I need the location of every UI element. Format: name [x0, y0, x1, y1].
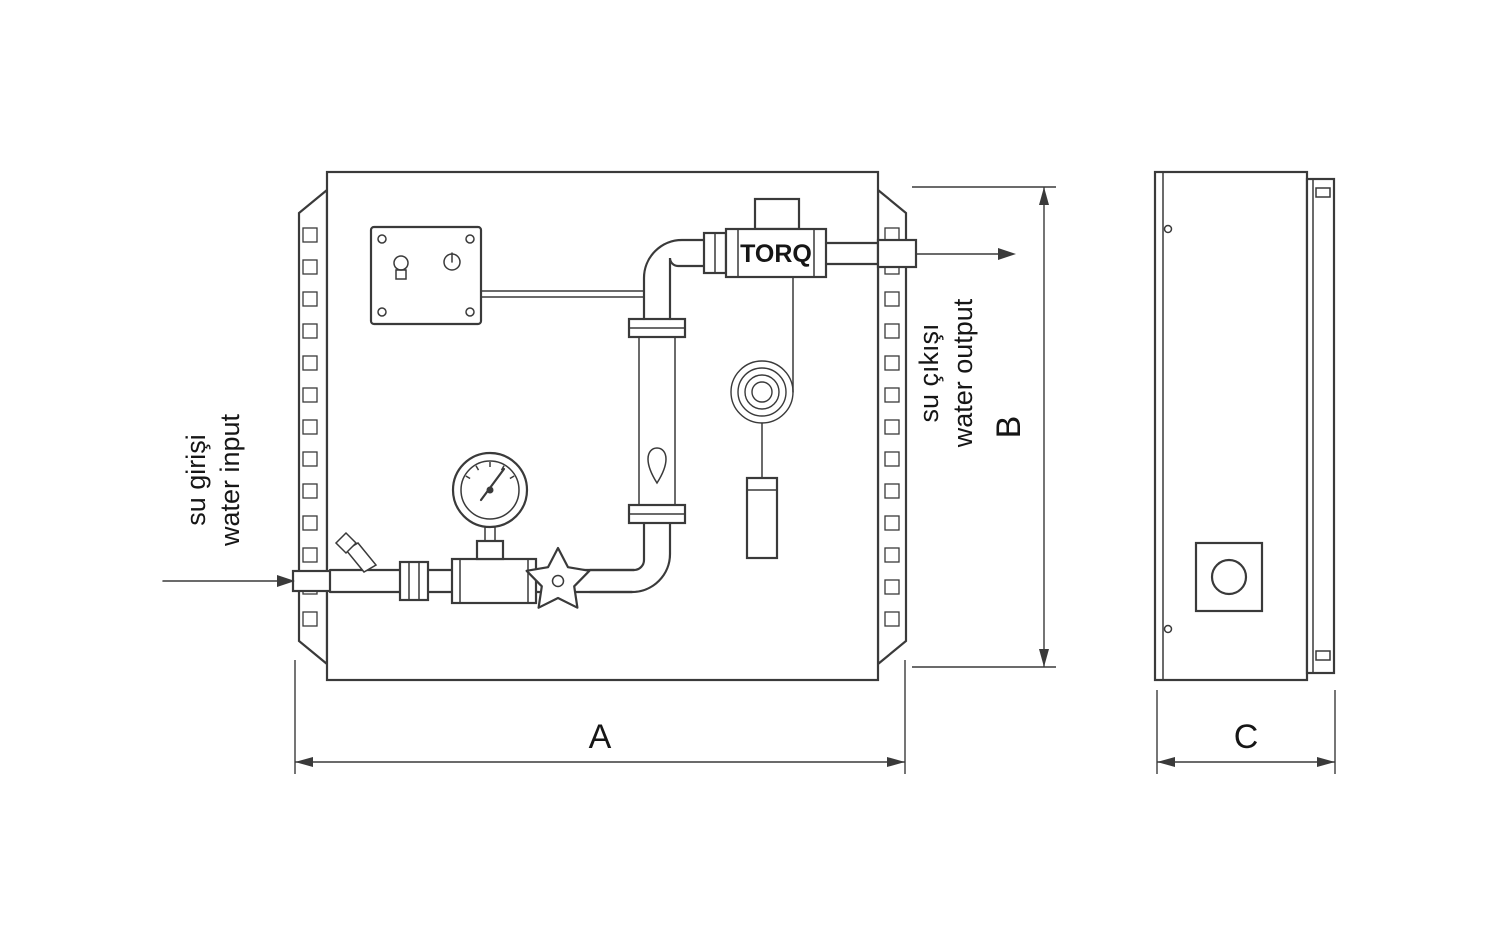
outlet-piping: [824, 238, 918, 269]
dimension-b: B: [912, 186, 1056, 668]
control-panel: [369, 225, 483, 326]
torq-actuator: [753, 197, 801, 231]
dimension-c: C: [1156, 690, 1336, 774]
water-input-arrow: [162, 575, 295, 587]
water-input-label-tr: su girişi: [181, 434, 211, 526]
upper-elbow: [642, 238, 706, 321]
union-fitting: [398, 560, 430, 602]
level-sensor: [730, 276, 794, 560]
water-outlet-stub: [876, 238, 918, 269]
capillary-line: [480, 290, 645, 298]
water-output-arrow: [915, 248, 1016, 260]
torq-valve: TORQ: [724, 197, 828, 279]
bracket-hole: [1210, 558, 1248, 596]
door-hinge-bottom: [1315, 650, 1331, 661]
gauge-needle: [479, 467, 506, 502]
front-view: TORQ: [162, 170, 1016, 682]
inlet-valve-body: [450, 557, 538, 605]
dimension-b-label: B: [990, 416, 1028, 439]
drain-cock: [334, 531, 378, 573]
outlet-flange-fitting: [702, 231, 728, 275]
valve-handwheel: [525, 546, 591, 609]
water-output-label-tr: su çıkışı: [914, 323, 944, 422]
cabinet-door-edge: [1305, 177, 1336, 675]
torq-label: TORQ: [740, 240, 812, 268]
panel-screw-icon: [377, 234, 387, 244]
mounting-bracket: [1194, 541, 1264, 613]
gauge-hub: [486, 486, 494, 494]
panel-screw-icon: [377, 307, 387, 317]
water-output-label-en: water output: [948, 298, 978, 448]
panel-screw-icon: [465, 234, 475, 244]
pressure-gauge: [451, 451, 529, 561]
gauge-ticks: [465, 462, 515, 480]
sensor-probe: [745, 476, 779, 560]
side-screw-icon: [1163, 624, 1173, 634]
dimension-a-label: A: [589, 718, 612, 756]
water-input-label-en: water input: [215, 413, 245, 547]
panel-switch-base: [395, 269, 407, 280]
gauge-nut: [475, 539, 505, 561]
torq-body: [724, 227, 828, 279]
dimension-a: A: [294, 660, 906, 774]
side-view: [1153, 170, 1336, 682]
riser-pipe-elbow: [588, 521, 672, 594]
panel-screw-icon: [465, 307, 475, 317]
water-inlet-stub: [291, 569, 332, 593]
flow-meter: [627, 317, 687, 525]
side-screw-icon: [1163, 224, 1173, 234]
dimension-c-label: C: [1234, 718, 1259, 756]
flow-meter-float: [647, 447, 667, 485]
right-vent-holes: [884, 227, 900, 627]
door-hinge-top: [1315, 187, 1331, 198]
